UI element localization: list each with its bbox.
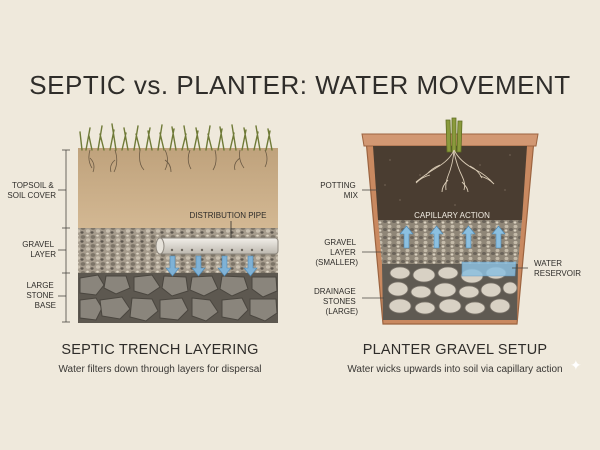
septic-subheading: Water filters down through layers for di… [58,364,262,375]
roots [88,149,268,173]
distribution-pipe [155,221,279,255]
label-planter-gravel: GRAVEL LAYER (SMALLER) [315,238,358,267]
label-gravel: GRAVEL LAYER [22,240,56,259]
potting-mix [373,146,527,220]
plant-stems [445,117,463,153]
up-arrows [399,225,506,249]
page-title: SEPTIC vs. PLANTER: WATER MOVEMENT [29,70,571,100]
topsoil-layer [78,148,278,228]
label-distribution-pipe: DISTRIBUTION PIPE [190,211,267,220]
label-water-reservoir: WATER RESERVOIR [534,259,581,278]
label-drainage-stones: DRAINAGE STONES (LARGE) [314,287,358,316]
plant-roots [415,149,495,193]
septic-caption: SEPTIC TRENCH LAYERING Water filters dow… [20,342,300,375]
label-potting-mix: POTTING MIX [320,181,358,200]
down-arrows [165,255,258,277]
label-stone: LARGE STONE BASE [26,281,56,310]
septic-brackets [58,149,70,323]
sparkle-icon: ✦ [570,357,582,373]
large-stones [79,274,278,322]
grass [79,123,273,151]
planter-subheading: Water wicks upwards into soil via capill… [347,364,563,375]
planter-pointers [362,189,528,299]
septic-trench: TOPSOIL & SOIL COVER GRAVEL LAYER LARGE … [7,123,279,323]
planter-caption: PLANTER GRAVEL SETUP Water wicks upwards… [315,342,595,375]
planter: POTTING MIX CAPILLARY ACTION GRAVEL LAYE… [314,117,581,325]
planter-heading: PLANTER GRAVEL SETUP [362,342,548,358]
label-topsoil: TOPSOIL & SOIL COVER [7,181,56,200]
planter-gravel-layer [378,220,522,264]
water-reservoir [461,261,517,277]
septic-heading: SEPTIC TRENCH LAYERING [61,342,259,358]
drainage-stones [387,266,518,315]
label-capillary-action: CAPILLARY ACTION [414,211,490,220]
